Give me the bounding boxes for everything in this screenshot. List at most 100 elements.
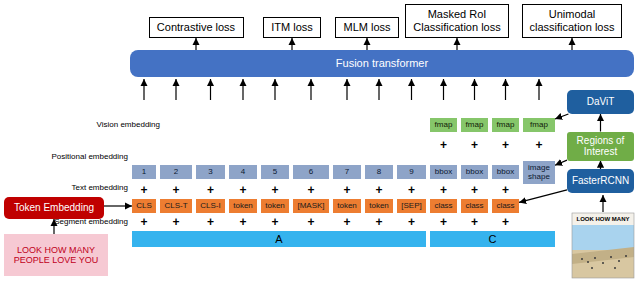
box-label: Token Embedding — [14, 202, 94, 214]
text-token-cell: CLS — [132, 199, 156, 213]
positional-cell: 6 — [293, 165, 329, 179]
text-token-cell: [MASK] — [293, 199, 329, 213]
plus-sign: + — [140, 184, 147, 196]
feature-map-cell: fmap — [461, 118, 488, 132]
box-label: FasterRCNN — [572, 175, 629, 187]
row-label: Segment embedding — [54, 217, 128, 226]
arrow — [519, 190, 567, 203]
loss-box: ITM loss — [263, 17, 321, 38]
plus-sign: + — [271, 184, 278, 196]
input-arrow — [378, 79, 379, 100]
model-box: DaViT — [567, 90, 634, 114]
positional-cell: 1 — [132, 165, 156, 179]
arrow — [195, 38, 196, 50]
text-token-cell: CLS-I — [196, 199, 225, 213]
box-label: fmap — [497, 120, 515, 129]
plus-sign: + — [535, 139, 542, 151]
plus-sign: + — [172, 216, 179, 228]
segment-bar: C — [430, 231, 555, 247]
arrow — [291, 38, 292, 50]
box-label: 1 — [142, 167, 146, 176]
plus-sign: + — [343, 216, 350, 228]
box-label: class — [496, 201, 514, 210]
box-label: fmap — [466, 120, 484, 129]
loss-box: Masked RoI Classification loss — [405, 4, 509, 38]
positional-cell: bbox — [492, 165, 519, 179]
box-label: 8 — [377, 167, 381, 176]
row-label: Positional embedding — [52, 152, 129, 161]
plus-sign: + — [375, 184, 382, 196]
positional-cell: 9 — [397, 165, 426, 179]
box-label: token — [233, 201, 253, 210]
box-label: image shape — [525, 163, 553, 181]
plus-sign: + — [502, 184, 509, 196]
row-label: Text embedding — [72, 183, 128, 192]
plus-sign: + — [239, 216, 246, 228]
text-token-cell: token — [333, 199, 361, 213]
input-text-box: LOOK HOW MANY PEOPLE LOVE YOU — [4, 234, 108, 276]
plus-sign: + — [502, 216, 509, 228]
box-label: DaViT — [587, 96, 615, 108]
image-crowd — [581, 255, 627, 269]
arrow — [366, 38, 367, 50]
loss-box: Contrastive loss — [149, 17, 244, 38]
box-label: class — [434, 201, 452, 210]
plus-sign: + — [440, 139, 447, 151]
feature-map-cell: fmap — [523, 118, 555, 132]
box-label: 2 — [174, 167, 178, 176]
box-label: MLM loss — [343, 21, 390, 34]
box-label: A — [275, 233, 282, 246]
segment-bar: A — [132, 231, 426, 247]
image-dune — [572, 247, 634, 264]
text-token-cell: token — [229, 199, 257, 213]
box-label: [SEP] — [401, 201, 421, 210]
input-arrow — [143, 79, 144, 100]
arrow — [555, 160, 567, 165]
image-caption: LOOK HOW MANY — [577, 216, 630, 223]
plus-sign: + — [307, 216, 314, 228]
text-token-cell: class — [430, 199, 457, 213]
box-label: CLS-I — [200, 201, 220, 210]
box-label: CLS-T — [164, 201, 187, 210]
box-label: ITM loss — [271, 21, 313, 34]
plus-sign: + — [271, 216, 278, 228]
model-box: FasterRCNN — [567, 169, 634, 193]
text-token-cell: token — [365, 199, 393, 213]
positional-cell: 7 — [333, 165, 361, 179]
arrow — [600, 161, 601, 170]
image-frame — [572, 213, 634, 278]
meme-image — [572, 213, 634, 278]
positional-cell: 2 — [160, 165, 192, 179]
input-arrow — [346, 79, 347, 100]
plus-sign: + — [502, 139, 509, 151]
plus-sign: + — [440, 216, 447, 228]
input-arrow — [242, 79, 243, 100]
box-label: token — [265, 201, 285, 210]
plus-sign: + — [408, 184, 415, 196]
plus-sign: + — [471, 216, 478, 228]
plus-sign: + — [207, 216, 214, 228]
feature-map-cell: fmap — [492, 118, 519, 132]
box-label: Regions of Interest — [570, 135, 631, 158]
box-label: 9 — [409, 167, 413, 176]
row-label: Vision embedding — [97, 120, 160, 129]
plus-sign: + — [471, 184, 478, 196]
box-label: C — [489, 233, 497, 246]
input-arrow — [474, 79, 475, 100]
image-sky — [572, 225, 634, 250]
plus-sign: + — [307, 184, 314, 196]
box-label: bbox — [435, 167, 452, 176]
plus-sign: + — [172, 184, 179, 196]
text-token-cell: class — [492, 199, 519, 213]
image-border — [572, 213, 634, 278]
arrow — [571, 38, 572, 50]
loss-box: MLM loss — [335, 17, 399, 38]
arrow — [456, 38, 457, 50]
box-label: Masked RoI Classification loss — [412, 8, 502, 33]
positional-cell: 4 — [229, 165, 257, 179]
input-arrow — [210, 79, 211, 100]
plus-sign: + — [207, 184, 214, 196]
roi-box: Regions of Interest — [567, 132, 634, 161]
text-token-cell: CLS-T — [160, 199, 192, 213]
positional-cell: 3 — [196, 165, 225, 179]
